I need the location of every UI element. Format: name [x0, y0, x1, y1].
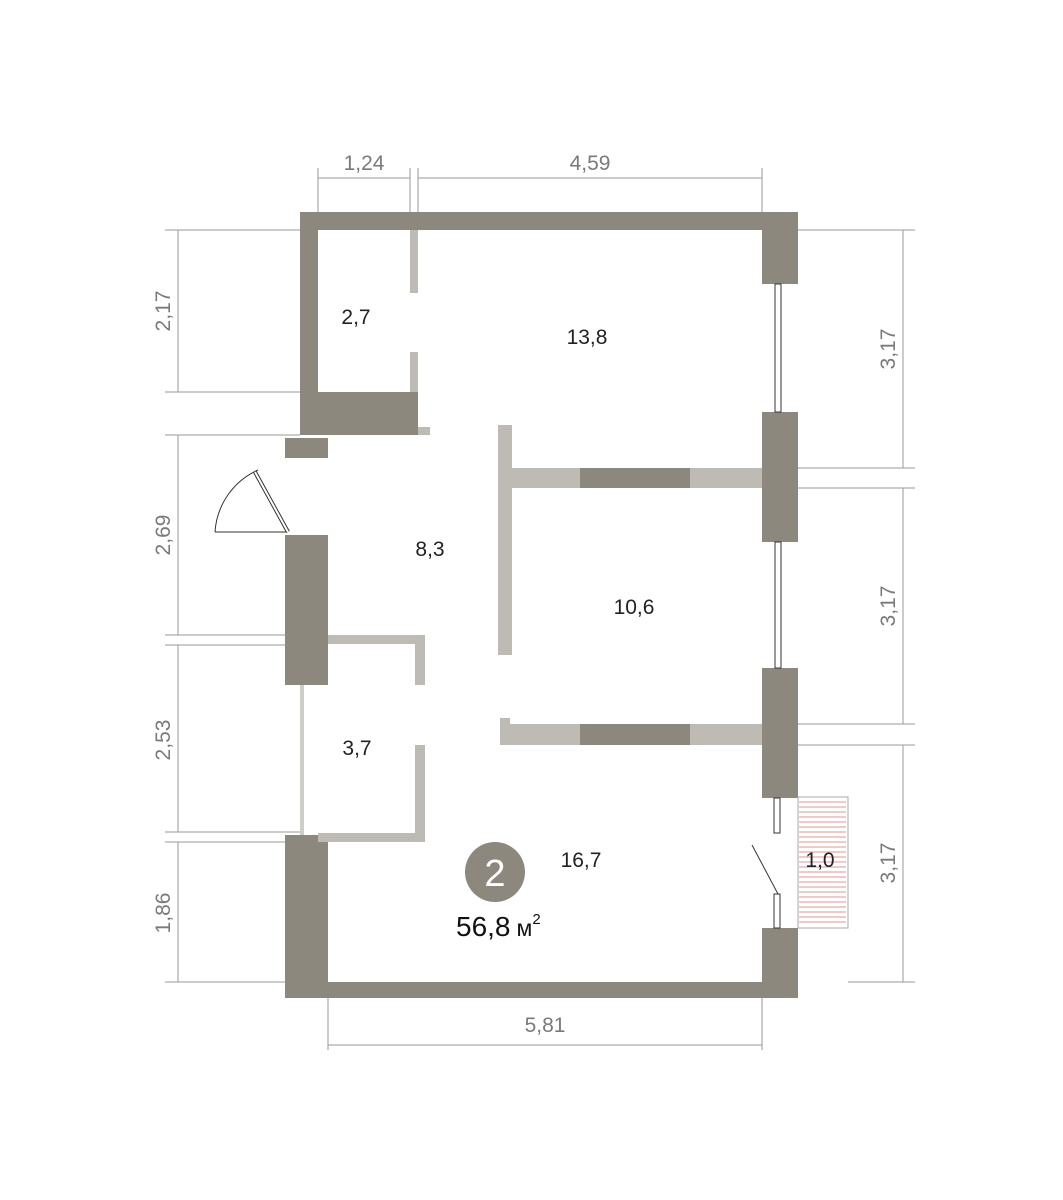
dim-left-4: 1,86: [152, 893, 175, 934]
room-area-hall: 8,3: [415, 538, 444, 561]
dim-right-1: 3,17: [877, 329, 900, 370]
room-area-balcony: 1,0: [805, 849, 834, 872]
dim-left-3: 2,53: [152, 720, 175, 761]
dim-top-2: 4,59: [570, 152, 611, 175]
dim-right-2: 3,17: [877, 586, 900, 627]
dim-bottom: 5,81: [525, 1014, 566, 1037]
apartment-number: 2: [484, 853, 505, 895]
room-area-bedroom-2: 10,6: [614, 596, 655, 619]
balcony: [797, 796, 849, 929]
dim-left-2: 2,69: [152, 515, 175, 556]
dim-left-1: 2,17: [152, 291, 175, 332]
partitions: [318, 230, 762, 842]
apartment-number-badge: [465, 842, 525, 902]
windows[interactable]: [751, 283, 782, 929]
entrance-door[interactable]: [214, 469, 290, 533]
dim-top-1: 1,24: [344, 152, 385, 175]
room-area-storage: 2,7: [341, 306, 370, 329]
room-area-bedroom-1: 13,8: [567, 326, 608, 349]
dimension-lines: [165, 168, 915, 1050]
room-area-living-kitchen: 16,7: [561, 849, 602, 872]
walls: [285, 212, 798, 998]
room-area-bathroom: 3,7: [342, 737, 371, 760]
dim-right-3: 3,17: [877, 843, 900, 884]
